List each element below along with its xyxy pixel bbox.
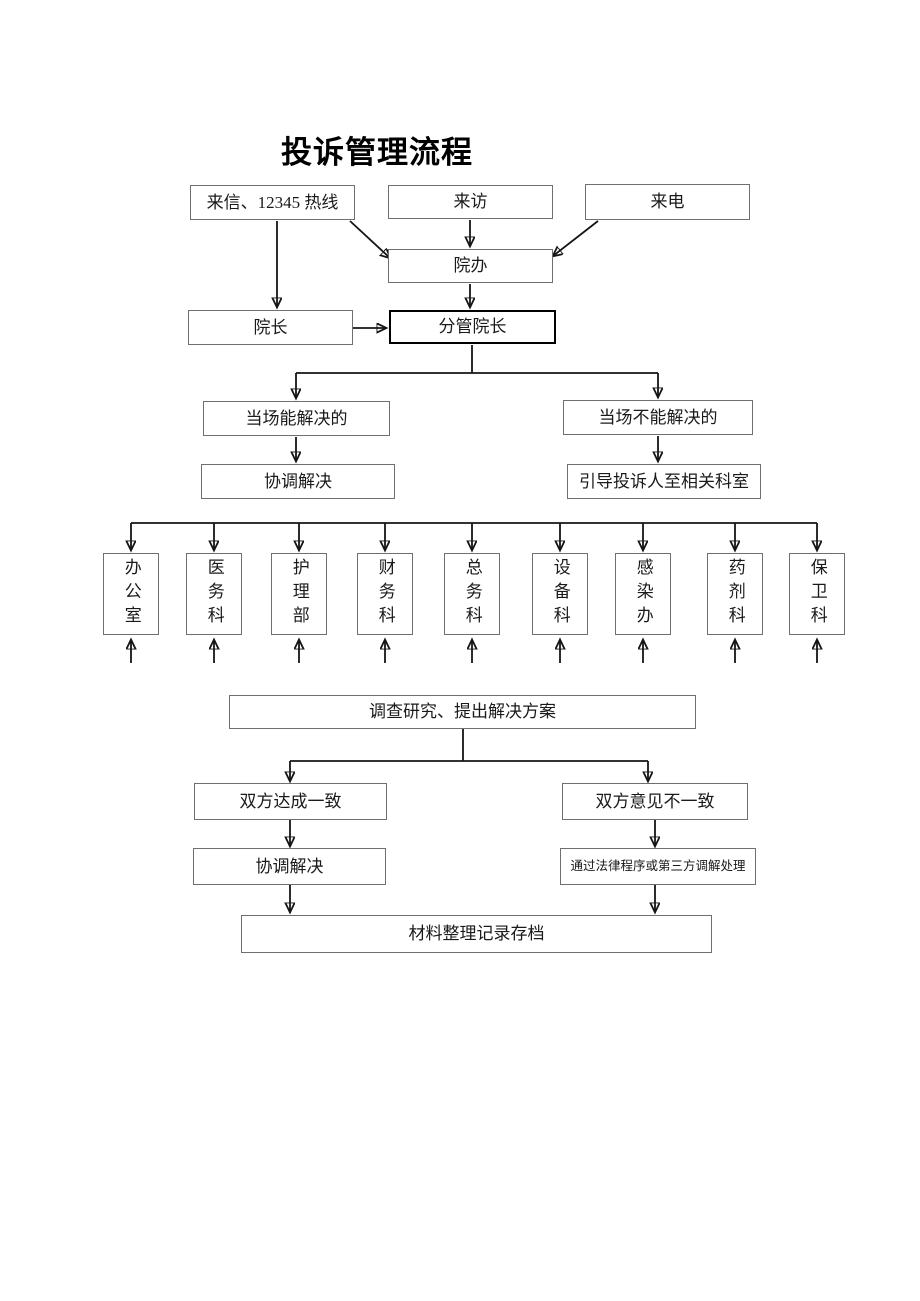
node-investigate: 调查研究、提出解决方案 [229, 695, 696, 729]
connector-call-to-office [553, 220, 599, 256]
node-dept-security: 保卫科 [789, 553, 845, 635]
node-dept-finance: 财务科 [357, 553, 413, 635]
node-dept-medical: 医务科 [186, 553, 242, 635]
node-dept-office: 办公室 [103, 553, 159, 635]
node-president: 院长 [188, 310, 353, 345]
node-dept-infection: 感染办 [615, 553, 671, 635]
node-coordinate-resolve-2: 协调解决 [193, 848, 386, 885]
node-dept-pharmacy: 药剂科 [707, 553, 763, 635]
node-dept-general-affairs: 总务科 [444, 553, 500, 635]
diagram-title: 投诉管理流程 [281, 135, 473, 171]
node-source-letter: 来信、12345 热线 [190, 185, 355, 220]
connector-letter-to-office [349, 220, 390, 258]
node-legal-or-mediation: 通过法律程序或第三方调解处理 [560, 848, 756, 885]
node-guide-to-department: 引导投诉人至相关科室 [567, 464, 761, 499]
node-archive: 材料整理记录存档 [241, 915, 712, 953]
node-dept-nursing: 护理部 [271, 553, 327, 635]
node-parties-disagree: 双方意见不一致 [562, 783, 748, 820]
node-vice-president: 分管院长 [389, 310, 556, 344]
node-not-resolvable-on-spot: 当场不能解决的 [563, 400, 753, 435]
node-resolvable-on-spot: 当场能解决的 [203, 401, 390, 436]
node-parties-agree: 双方达成一致 [194, 783, 387, 820]
node-source-call: 来电 [585, 184, 750, 220]
node-dept-equipment: 设备科 [532, 553, 588, 635]
node-hospital-office: 院办 [388, 249, 553, 283]
node-coordinate-resolve-1: 协调解决 [201, 464, 395, 499]
node-source-visit: 来访 [388, 185, 553, 219]
